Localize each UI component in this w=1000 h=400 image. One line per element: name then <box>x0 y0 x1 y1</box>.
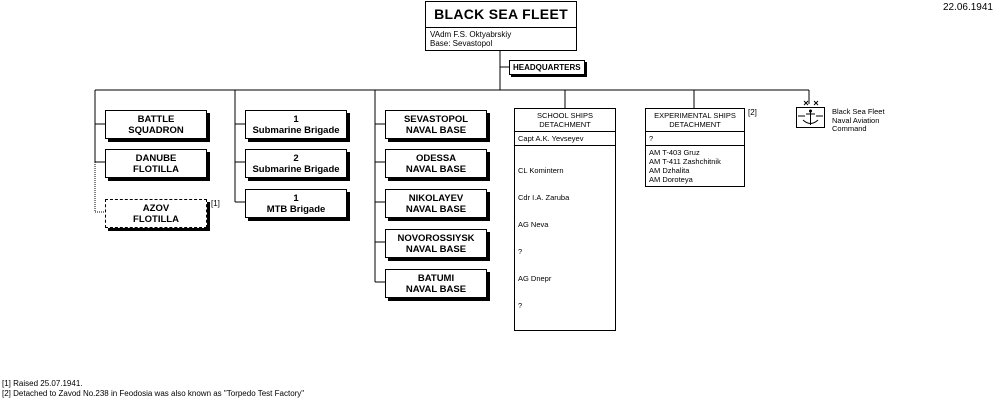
fleet-title: BLACK SEA FLEET <box>426 2 576 28</box>
experimental-commander: ? <box>646 132 744 146</box>
experimental-title-line-1: EXPERIMENTAL SHIPS <box>654 111 736 120</box>
novorossiysk-naval-base-box: NOVOROSSIYSK NAVAL BASE <box>385 229 487 258</box>
odessa-naval-base-box: ODESSA NAVAL BASE <box>385 149 487 178</box>
footnote-2: [2] Detached to Zavod No.238 in Feodosia… <box>2 389 305 398</box>
fleet-hq-box: BLACK SEA FLEET VAdm F.S. Oktyabrskiy Ba… <box>425 1 577 51</box>
nikolayev-naval-base-box: NIKOLAYEV NAVAL BASE <box>385 189 487 218</box>
fleet-base: Base: Sevastopol <box>430 39 493 48</box>
school-title-line-1: SCHOOL SHIPS <box>537 111 593 120</box>
submarine-brigade-2-box: 2 Submarine Brigade <box>245 149 347 178</box>
submarine-brigade-1-box: 1 Submarine Brigade <box>245 110 347 139</box>
experimental-ship-line: AM T-411 Zashchitnik <box>649 157 721 166</box>
experimental-footnote-marker: [2] <box>748 108 757 117</box>
fleet-commander: VAdm F.S. Oktyabrskiy <box>430 30 512 39</box>
school-title-line-2: DETACHMENT <box>539 120 591 129</box>
experimental-ships-detachment-box: EXPERIMENTAL SHIPS DETACHMENT ? AM T-403… <box>645 108 745 187</box>
school-ship-line: ? <box>518 301 523 310</box>
experimental-ship-line: AM Doroteya <box>649 175 693 184</box>
experimental-ship-line: AM Dzhalita <box>649 166 690 175</box>
school-commander: Capt A.K. Yevseyev <box>515 132 615 146</box>
battle-squadron-box: BATTLE SQUADRON <box>105 110 207 139</box>
danube-flotilla-box: DANUBE FLOTILLA <box>105 149 207 178</box>
naval-aviation-anchor-icon <box>796 100 825 128</box>
school-ship-line: AG Neva <box>518 220 549 229</box>
sevastopol-naval-base-box: SEVASTOPOL NAVAL BASE <box>385 110 487 139</box>
experimental-title-line-2: DETACHMENT <box>669 120 721 129</box>
naval-aviation-label: Black Sea Fleet Naval Aviation Command <box>832 107 885 133</box>
school-ship-line: Cdr I.A. Zaruba <box>518 193 570 202</box>
batumi-naval-base-box: BATUMI NAVAL BASE <box>385 269 487 298</box>
school-ship-line: CL Komintern <box>518 166 564 175</box>
headquarters-label: HEADQUARTERS <box>509 60 585 75</box>
school-ship-line: ? <box>518 247 523 256</box>
azov-flotilla-box: AZOV FLOTILLA <box>105 199 207 228</box>
experimental-ship-line: AM T-403 Gruz <box>649 148 700 157</box>
school-ship-line: AG Dnepr <box>518 274 552 283</box>
mtb-brigade-1-box: 1 MTB Brigade <box>245 189 347 218</box>
school-ships-detachment-box: SCHOOL SHIPS DETACHMENT Capt A.K. Yevsey… <box>514 108 616 331</box>
footnote-1: [1] Raised 25.07.1941. <box>2 379 83 388</box>
azov-footnote-marker: [1] <box>211 199 220 208</box>
date-label: 22.06.1941 <box>942 2 993 13</box>
